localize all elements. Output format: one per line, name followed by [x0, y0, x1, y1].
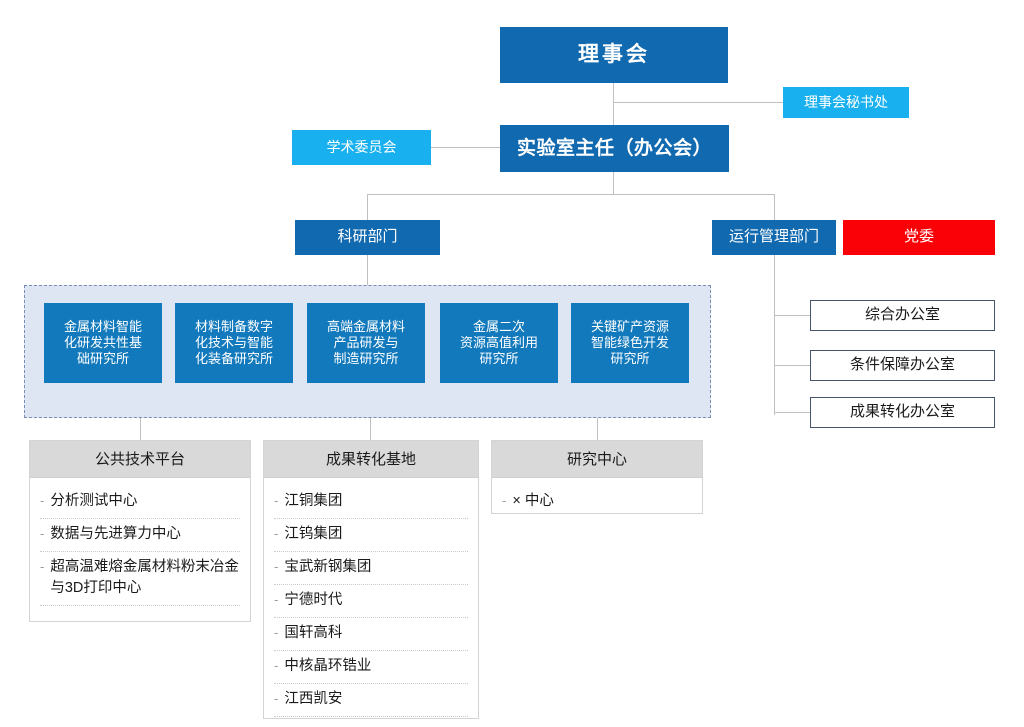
list-item[interactable]: - 中核晶环锆业	[274, 651, 468, 685]
node-operations-dept[interactable]: 运行管理部门	[712, 220, 836, 255]
panel-public-tech-platform-title: 公共技术平台	[30, 441, 250, 478]
node-office-3[interactable]: 成果转化办公室	[810, 397, 995, 428]
list-item-label: 宁德时代	[284, 592, 343, 609]
list-item-label: 中核晶环锆业	[284, 658, 372, 675]
node-board-label: 理事会	[578, 42, 650, 66]
connector-to-operations-dept	[774, 194, 775, 220]
node-institute-4[interactable]: 金属二次 资源高值利用 研究所	[440, 303, 558, 383]
list-item[interactable]: - 数据与先进算力中心	[40, 519, 240, 553]
node-research-dept-label: 科研部门	[337, 228, 398, 246]
list-item[interactable]: - 国轩高科	[274, 618, 468, 652]
panel-public-tech-platform: 公共技术平台 - 分析测试中心 - 数据与先进算力中心 - 超高温难熔金属材料粉…	[29, 440, 251, 622]
connector-office-1	[774, 315, 810, 316]
connector-office-2	[774, 365, 810, 366]
connector-operations-spine	[774, 255, 775, 415]
node-office-2[interactable]: 条件保障办公室	[810, 350, 995, 381]
node-operations-dept-label: 运行管理部门	[728, 228, 819, 246]
node-institute-2-label: 材料制备数字 化技术与智能 化装备研究所	[194, 318, 273, 367]
node-institute-3-label: 高端金属材料 产品研发与 制造研究所	[326, 318, 405, 367]
list-item-label: 分析测试中心	[50, 493, 138, 509]
node-office-2-label: 条件保障办公室	[849, 356, 955, 374]
node-institute-1-label: 金属材料智能 化研发共性基 础研究所	[63, 318, 142, 367]
connector-academic-to-director	[430, 147, 502, 148]
node-office-1-label: 综合办公室	[864, 306, 940, 324]
node-academic-committee-label: 学术委员会	[326, 138, 397, 155]
connector-to-panel-3	[597, 418, 598, 440]
bullet-dash-icon: -	[274, 493, 279, 508]
list-item-label: 江钨集团	[284, 526, 343, 543]
list-item[interactable]: - 宁德时代	[274, 585, 468, 619]
node-institute-1[interactable]: 金属材料智能 化研发共性基 础研究所	[44, 303, 162, 383]
list-item-label: × 中心	[512, 493, 554, 509]
node-board-secretariat[interactable]: 理事会秘书处	[783, 87, 909, 118]
bullet-dash-icon: -	[40, 493, 45, 508]
connector-distribution-bar	[367, 194, 775, 195]
list-item[interactable]: - 超高温难熔金属材料粉末冶金与3D打印中心	[40, 552, 240, 607]
connector-director-stem	[613, 172, 614, 194]
panel-research-center: 研究中心 - × 中心	[491, 440, 703, 514]
connector-to-research-dept	[367, 194, 368, 220]
node-institute-2[interactable]: 材料制备数字 化技术与智能 化装备研究所	[175, 303, 293, 383]
bullet-dash-icon: -	[40, 526, 45, 542]
list-item[interactable]: - 江铜集团	[274, 486, 468, 520]
bullet-dash-icon: -	[274, 691, 279, 707]
bullet-dash-icon: -	[40, 559, 45, 575]
node-party-committee[interactable]: 党委	[843, 220, 995, 255]
connector-to-panel-2	[370, 418, 371, 440]
list-item-label: 数据与先进算力中心	[50, 526, 181, 543]
bullet-dash-icon: -	[274, 526, 279, 542]
bullet-dash-icon: -	[274, 658, 279, 674]
list-item[interactable]: - 江钨集团	[274, 519, 468, 553]
list-item-label: 宝武新钢集团	[284, 559, 372, 576]
node-party-committee-label: 党委	[903, 228, 934, 246]
list-item-label: 国轩高科	[284, 625, 343, 642]
connector-board-to-secretariat	[613, 102, 783, 103]
connector-office-3	[774, 412, 810, 413]
node-institute-5-label: 关键矿产资源 智能绿色开发 研究所	[590, 318, 669, 367]
node-lab-director[interactable]: 实验室主任（办公会）	[500, 125, 729, 172]
node-institute-4-label: 金属二次 资源高值利用 研究所	[459, 318, 538, 367]
connector-board-to-director	[613, 82, 614, 130]
list-item[interactable]: - × 中心	[502, 486, 692, 518]
list-item[interactable]: - 分析测试中心	[40, 486, 240, 520]
node-academic-committee[interactable]: 学术委员会	[292, 130, 431, 165]
panel-research-center-body: - × 中心	[492, 478, 702, 528]
panel-transformation-base-title: 成果转化基地	[264, 441, 478, 478]
panel-public-tech-platform-body: - 分析测试中心 - 数据与先进算力中心 - 超高温难熔金属材料粉末冶金与3D打…	[30, 478, 250, 616]
bullet-dash-icon: -	[274, 625, 279, 641]
node-board[interactable]: 理事会	[500, 27, 728, 83]
node-board-secretariat-label: 理事会秘书处	[804, 93, 888, 110]
node-lab-director-label: 实验室主任（办公会）	[516, 137, 712, 159]
bullet-dash-icon: -	[274, 559, 279, 575]
node-research-dept[interactable]: 科研部门	[295, 220, 440, 255]
list-item-label: 江西凯安	[284, 691, 343, 708]
connector-research-dept-to-institutes	[367, 255, 368, 285]
bullet-dash-icon: -	[502, 493, 507, 508]
connector-to-panel-1	[140, 418, 141, 440]
bullet-dash-icon: -	[274, 592, 279, 608]
node-office-3-label: 成果转化办公室	[849, 403, 955, 421]
node-institute-5[interactable]: 关键矿产资源 智能绿色开发 研究所	[571, 303, 689, 383]
panel-transformation-base: 成果转化基地 - 江铜集团 - 江钨集团 - 宝武新钢集团 - 宁德时代 - 国…	[263, 440, 479, 719]
list-item-label: 江铜集团	[284, 493, 343, 509]
list-item[interactable]: - 江西凯安	[274, 684, 468, 718]
list-item-label: 超高温难熔金属材料粉末冶金与3D打印中心	[50, 559, 239, 597]
node-institute-3[interactable]: 高端金属材料 产品研发与 制造研究所	[307, 303, 425, 383]
panel-transformation-base-body: - 江铜集团 - 江钨集团 - 宝武新钢集团 - 宁德时代 - 国轩高科 - 中…	[264, 478, 478, 727]
node-office-1[interactable]: 综合办公室	[810, 300, 995, 331]
panel-research-center-title: 研究中心	[492, 441, 702, 478]
list-item[interactable]: - 宝武新钢集团	[274, 552, 468, 586]
